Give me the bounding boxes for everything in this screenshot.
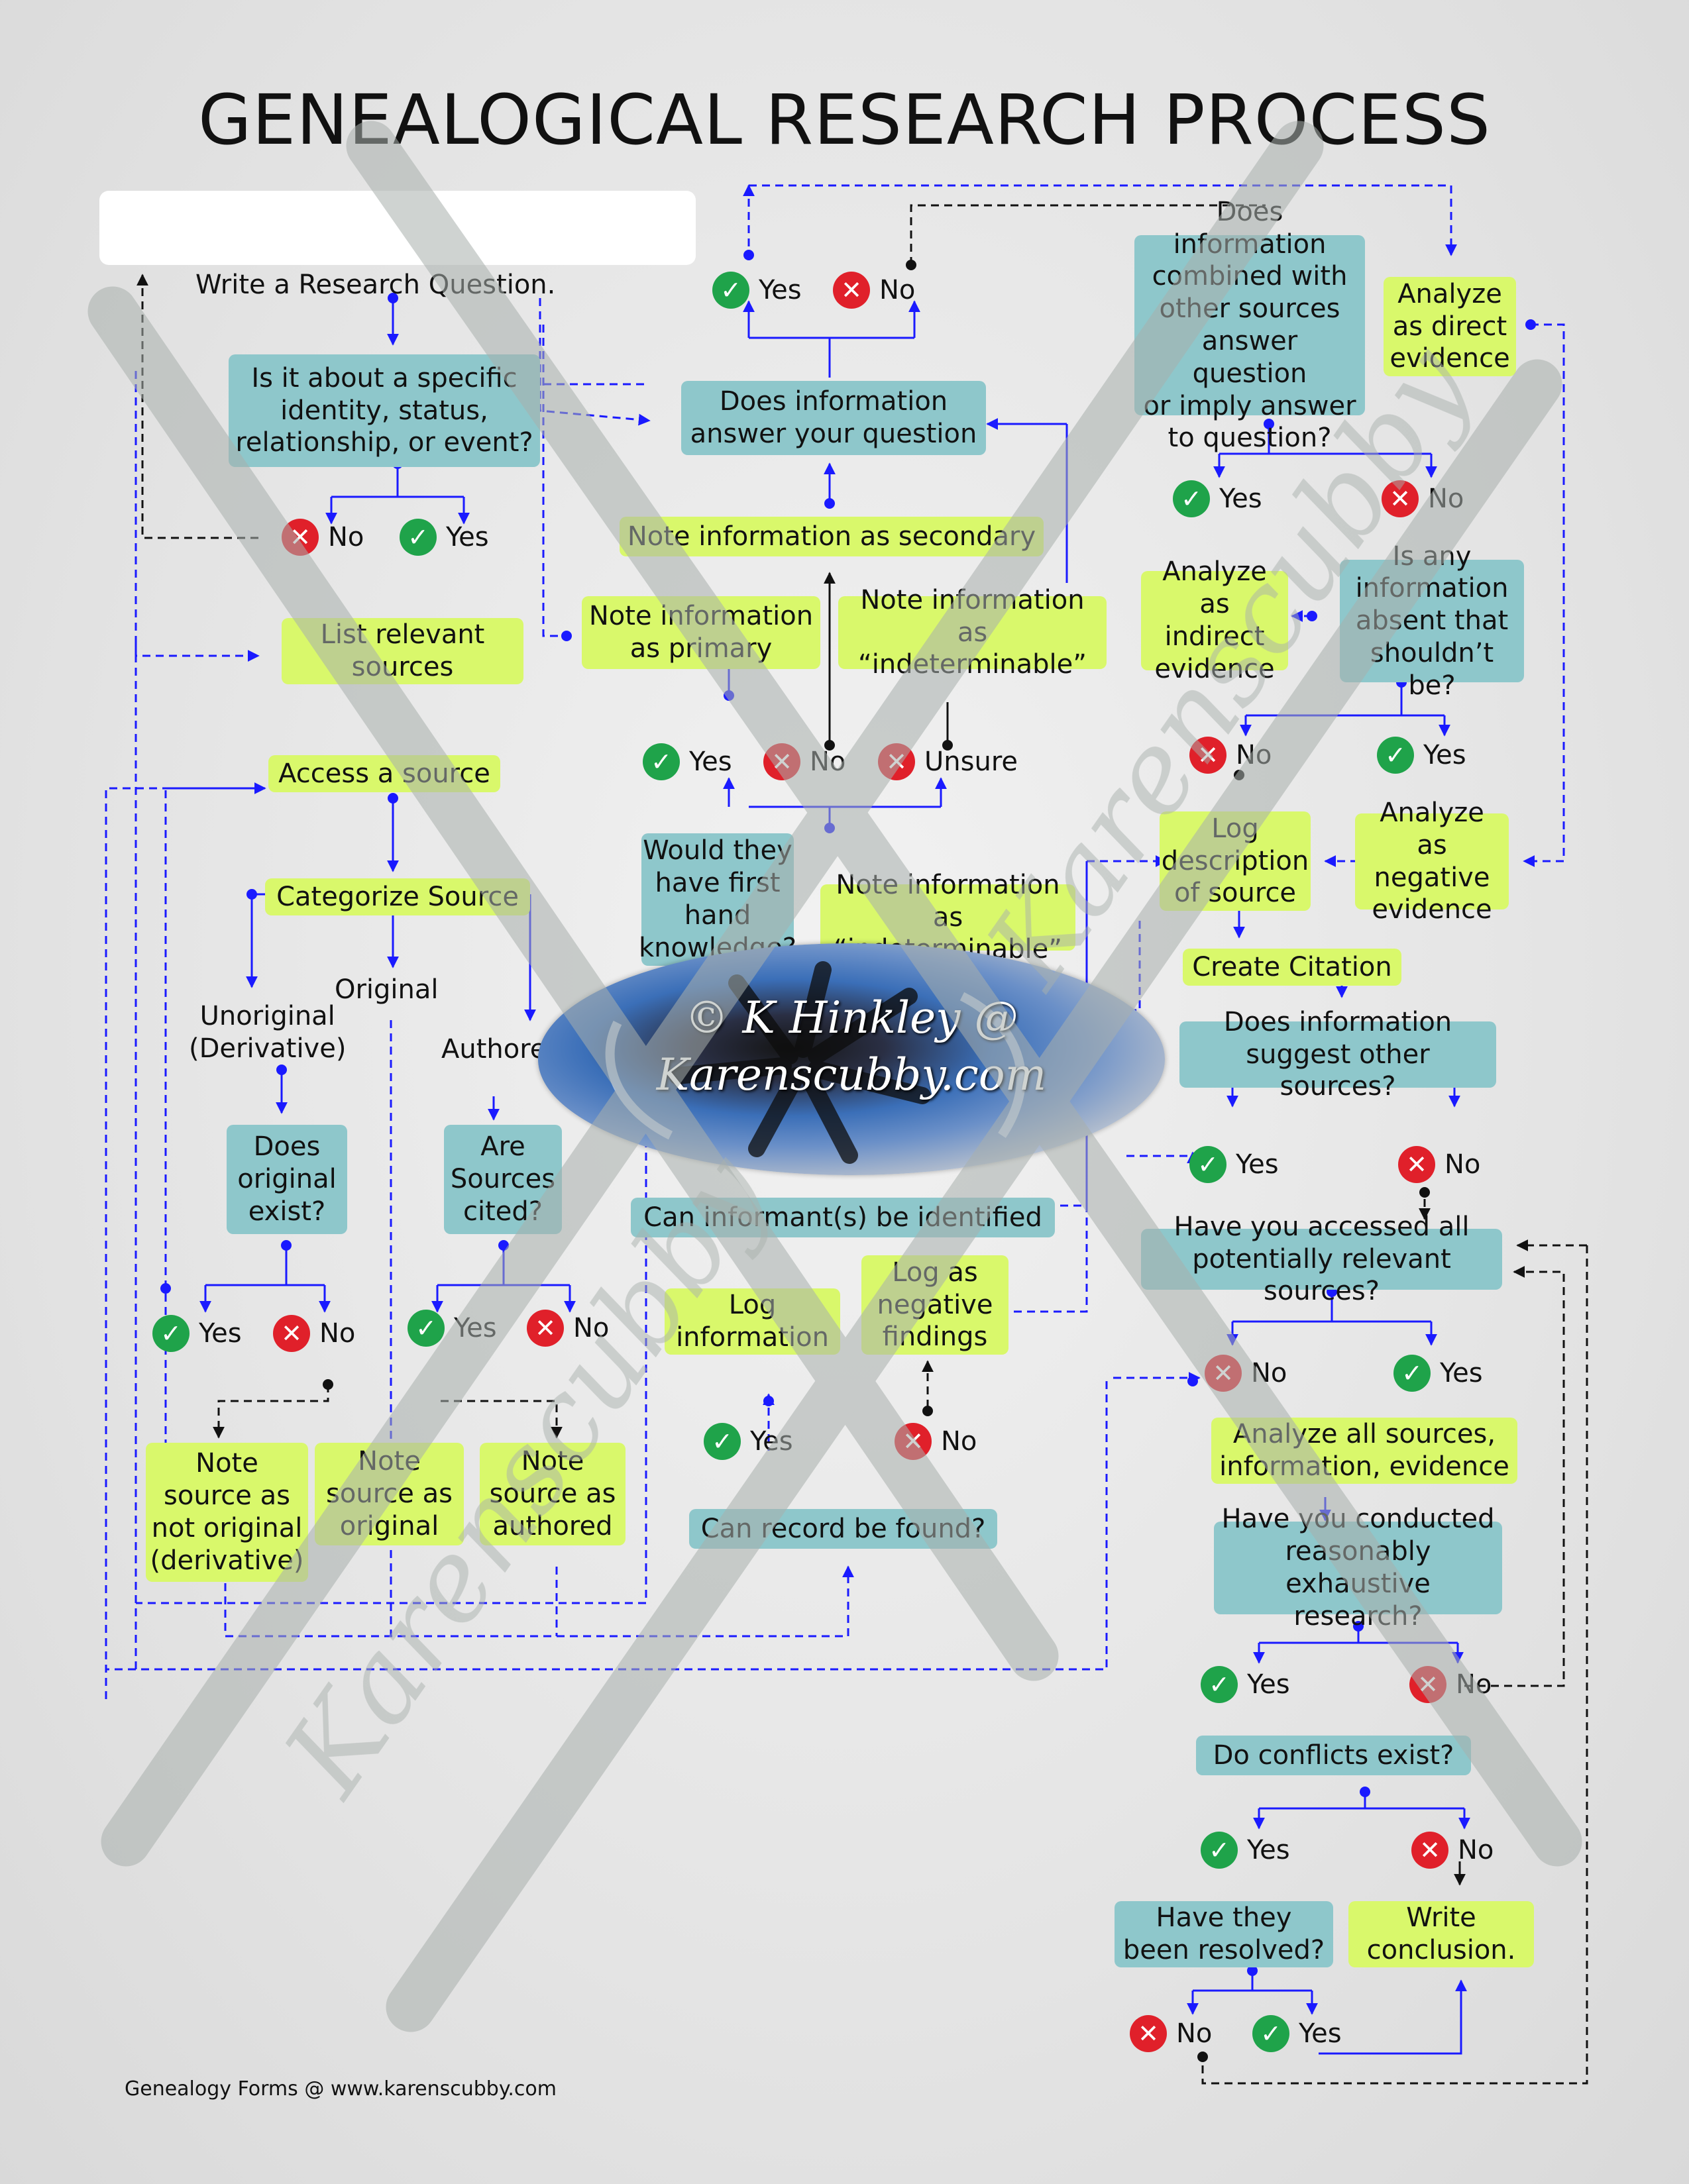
logo-text: © K Hinkley @ Karenscubby.com <box>656 992 1047 1100</box>
answer-no-answer: ✕No <box>833 272 915 309</box>
x-icon: ✕ <box>1205 1355 1242 1392</box>
x-icon: ✕ <box>878 743 915 780</box>
note-secondary-box: Note information as secondary <box>620 517 1044 556</box>
list-sources-box: List relevant sources <box>282 618 523 684</box>
check-icon: ✓ <box>1173 480 1210 517</box>
unoriginal-label: Unoriginal (Derivative) <box>189 1001 347 1064</box>
indirect-evidence-box: Analyze as indirect evidence <box>1141 556 1288 684</box>
x-icon: ✕ <box>1130 2015 1167 2052</box>
note-indeterminable-box: Note information as “indeterminable” <box>838 585 1107 680</box>
specific-question-box: Is it about a specific identity, status,… <box>229 354 540 467</box>
original-exist-yes-answer: ✓Yes <box>152 1315 242 1352</box>
original-label: Original <box>335 974 439 1005</box>
other-sources-box: Does information suggest other sources? <box>1179 1007 1496 1102</box>
original-exist-box: Does original exist? <box>227 1125 347 1234</box>
negative-evidence-box: Analyze as negative evidence <box>1355 798 1509 925</box>
direct-evidence-box: Analyze as direct evidence <box>1384 277 1516 376</box>
answer-yes-answer: ✓Yes <box>712 272 802 309</box>
note-original-box: Note source as original <box>315 1443 464 1545</box>
exhaustive-yes-answer: ✓Yes <box>1201 1666 1290 1703</box>
specific-yes-answer: ✓Yes <box>400 519 489 556</box>
informant-identified-box: Can informant(s) be identified <box>631 1198 1055 1237</box>
log-information-box: Log information <box>665 1288 840 1355</box>
x-icon: ✕ <box>527 1310 564 1347</box>
note-derivative-box: Note source as not original (derivative) <box>146 1443 308 1582</box>
absent-no-answer: ✕No <box>1189 737 1272 774</box>
note-indeterminable-2-box: Note information as “indeterminable” <box>820 870 1075 964</box>
write-question-label: Write a Research Question. <box>195 270 556 300</box>
check-icon: ✓ <box>1201 1832 1238 1869</box>
x-icon: ✕ <box>1409 1666 1446 1703</box>
resolved-yes-answer: ✓Yes <box>1252 2015 1342 2052</box>
check-icon: ✓ <box>1189 1146 1226 1183</box>
resolved-box: Have they been resolved? <box>1115 1901 1333 1967</box>
combined-yes-answer: ✓Yes <box>1173 480 1262 517</box>
firsthand-no-answer: ✕No <box>763 743 845 780</box>
x-icon: ✕ <box>833 272 870 309</box>
log-negative-box: Log as negative findings <box>861 1255 1008 1355</box>
exhaustive-research-box: Have you conducted reasonably exhaustive… <box>1214 1504 1502 1632</box>
copyright-logo: © K Hinkley @ Karenscubby.com <box>538 943 1165 1175</box>
analyze-all-box: Analyze all sources, information, eviden… <box>1211 1418 1517 1484</box>
accessed-yes-answer: ✓Yes <box>1393 1355 1483 1392</box>
check-icon: ✓ <box>152 1315 190 1352</box>
original-exist-no-answer: ✕No <box>273 1315 355 1352</box>
footer-credit: Genealogy Forms @ www.karenscubby.com <box>125 2077 557 2101</box>
firsthand-yes-answer: ✓Yes <box>643 743 732 780</box>
check-icon: ✓ <box>704 1423 741 1460</box>
combined-sources-box: Does information combined with other sou… <box>1134 197 1365 453</box>
other-sources-no-answer: ✕No <box>1398 1146 1480 1183</box>
accessed-no-answer: ✕No <box>1205 1355 1287 1392</box>
note-authored-box: Note source as authored <box>480 1443 626 1545</box>
answer-question-box: Does information answer your question <box>681 381 986 455</box>
x-icon: ✕ <box>273 1315 310 1352</box>
resolved-no-answer: ✕No <box>1130 2015 1212 2052</box>
conflicts-no-answer: ✕No <box>1411 1832 1494 1869</box>
x-icon: ✕ <box>1382 480 1419 517</box>
absent-yes-answer: ✓Yes <box>1377 737 1466 774</box>
conflicts-exist-box: Do conflicts exist? <box>1196 1736 1471 1775</box>
x-icon: ✕ <box>895 1423 932 1460</box>
record-yes-answer: ✓Yes <box>704 1423 793 1460</box>
check-icon: ✓ <box>712 272 749 309</box>
record-no-answer: ✕No <box>895 1423 977 1460</box>
absent-information-box: Is any information absent that shouldn’t… <box>1340 541 1524 701</box>
x-icon: ✕ <box>1398 1146 1435 1183</box>
firsthand-unsure-answer: ✕Unsure <box>878 743 1018 780</box>
exhaustive-no-answer: ✕No <box>1409 1666 1492 1703</box>
check-icon: ✓ <box>1393 1355 1431 1392</box>
other-sources-yes-answer: ✓Yes <box>1189 1146 1279 1183</box>
specific-no-answer: ✕No <box>282 519 364 556</box>
write-conclusion-box: Write conclusion. <box>1348 1901 1534 1967</box>
conflicts-yes-answer: ✓Yes <box>1201 1832 1290 1869</box>
accessed-all-box: Have you accessed all potentially releva… <box>1141 1212 1502 1306</box>
x-icon: ✕ <box>1411 1832 1448 1869</box>
check-icon: ✓ <box>643 743 680 780</box>
sources-cited-no-answer: ✕No <box>527 1310 609 1347</box>
x-icon: ✕ <box>282 519 319 556</box>
check-icon: ✓ <box>1252 2015 1289 2052</box>
check-icon: ✓ <box>400 519 437 556</box>
x-icon: ✕ <box>1189 737 1226 774</box>
record-found-box: Can record be found? <box>689 1509 997 1549</box>
note-primary-box: Note information as primary <box>582 596 820 669</box>
log-description-box: Log description of source <box>1160 811 1311 911</box>
check-icon: ✓ <box>1201 1666 1238 1703</box>
check-icon: ✓ <box>1377 737 1414 774</box>
combined-no-answer: ✕No <box>1382 480 1464 517</box>
categorize-source-box: Categorize Source <box>265 878 530 915</box>
access-source-box: Access a source <box>268 755 500 792</box>
x-icon: ✕ <box>763 743 800 780</box>
create-citation-box: Create Citation <box>1183 949 1401 986</box>
sources-cited-yes-answer: ✓Yes <box>408 1310 497 1347</box>
check-icon: ✓ <box>408 1310 445 1347</box>
